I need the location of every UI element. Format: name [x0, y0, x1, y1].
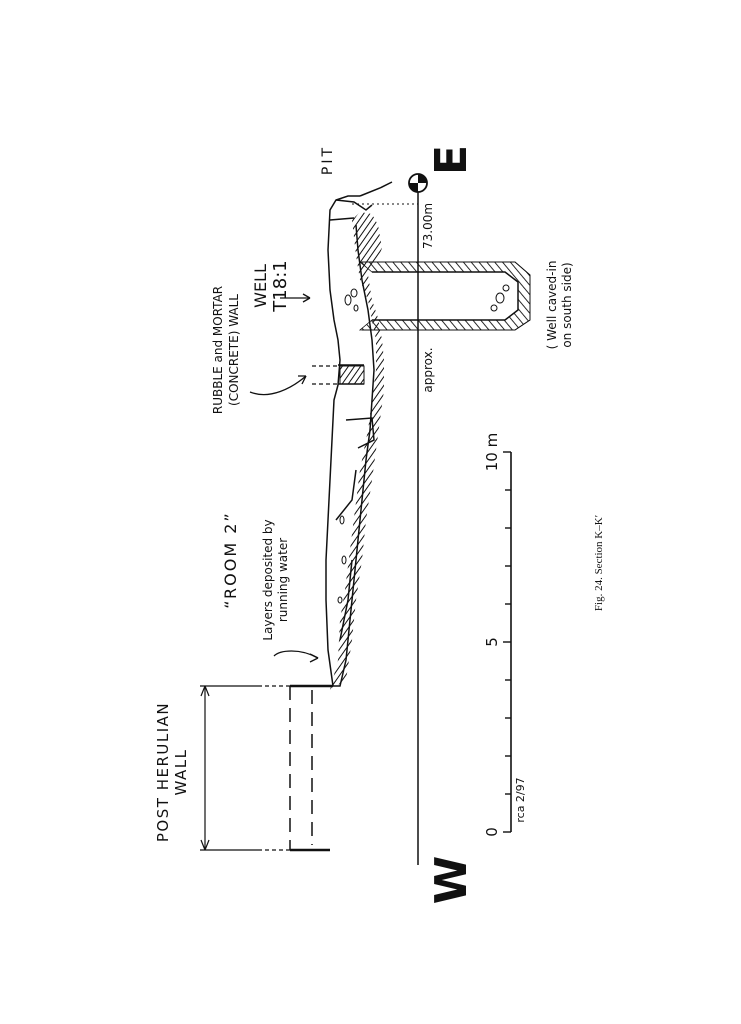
direction-west: W	[426, 856, 477, 905]
label-layers-2: running water	[276, 538, 290, 622]
scale-credit: rca 2/97	[514, 777, 527, 822]
label-layers-1: Layers deposited by	[261, 519, 275, 640]
label-post-wall-1: POST HERULIAN	[154, 702, 172, 842]
label-post-wall-2: WALL	[172, 749, 190, 796]
label-well-note-2: on south side)	[560, 262, 574, 347]
scale-bar-labels: 0 5 10 m	[483, 433, 501, 837]
label-well-id: T18:1	[270, 260, 291, 312]
scale-tick-label: 5	[483, 637, 501, 647]
section-outline	[325, 181, 393, 687]
figure-caption: Fig. 24. Section K–K′	[593, 515, 605, 611]
label-pit: PIT	[320, 145, 336, 175]
label-well: WELL	[251, 264, 270, 308]
scale-tick-label: 10 m	[483, 433, 501, 471]
stones	[337, 284, 510, 604]
scale-tick-label: 0	[483, 827, 501, 837]
leader-arrows	[249, 293, 319, 663]
label-east: E	[426, 145, 477, 175]
direction-east: E	[426, 145, 477, 175]
scale-bar: 0 5 10 m rca 2/97	[483, 433, 527, 837]
label-room: “ROOM 2”	[221, 511, 240, 608]
label-west: W	[426, 856, 477, 905]
benchmark-icon	[408, 173, 428, 193]
scale-bar-ticks	[503, 451, 511, 833]
well-shaft	[358, 261, 531, 331]
label-well-note-1: ( Well caved-in	[545, 261, 559, 350]
label-rubble-2: (CONCRETE) WALL	[227, 294, 241, 406]
label-approx: approx.	[421, 347, 435, 392]
label-rubble-1: RUBBLE and MORTAR	[211, 286, 225, 414]
rubble-wall	[339, 365, 365, 385]
rubble-wall-projection	[312, 365, 340, 385]
post-herulian-wall	[200, 684, 333, 852]
label-datum: 73.00m	[421, 203, 435, 249]
bedrock-hatch	[330, 212, 384, 690]
